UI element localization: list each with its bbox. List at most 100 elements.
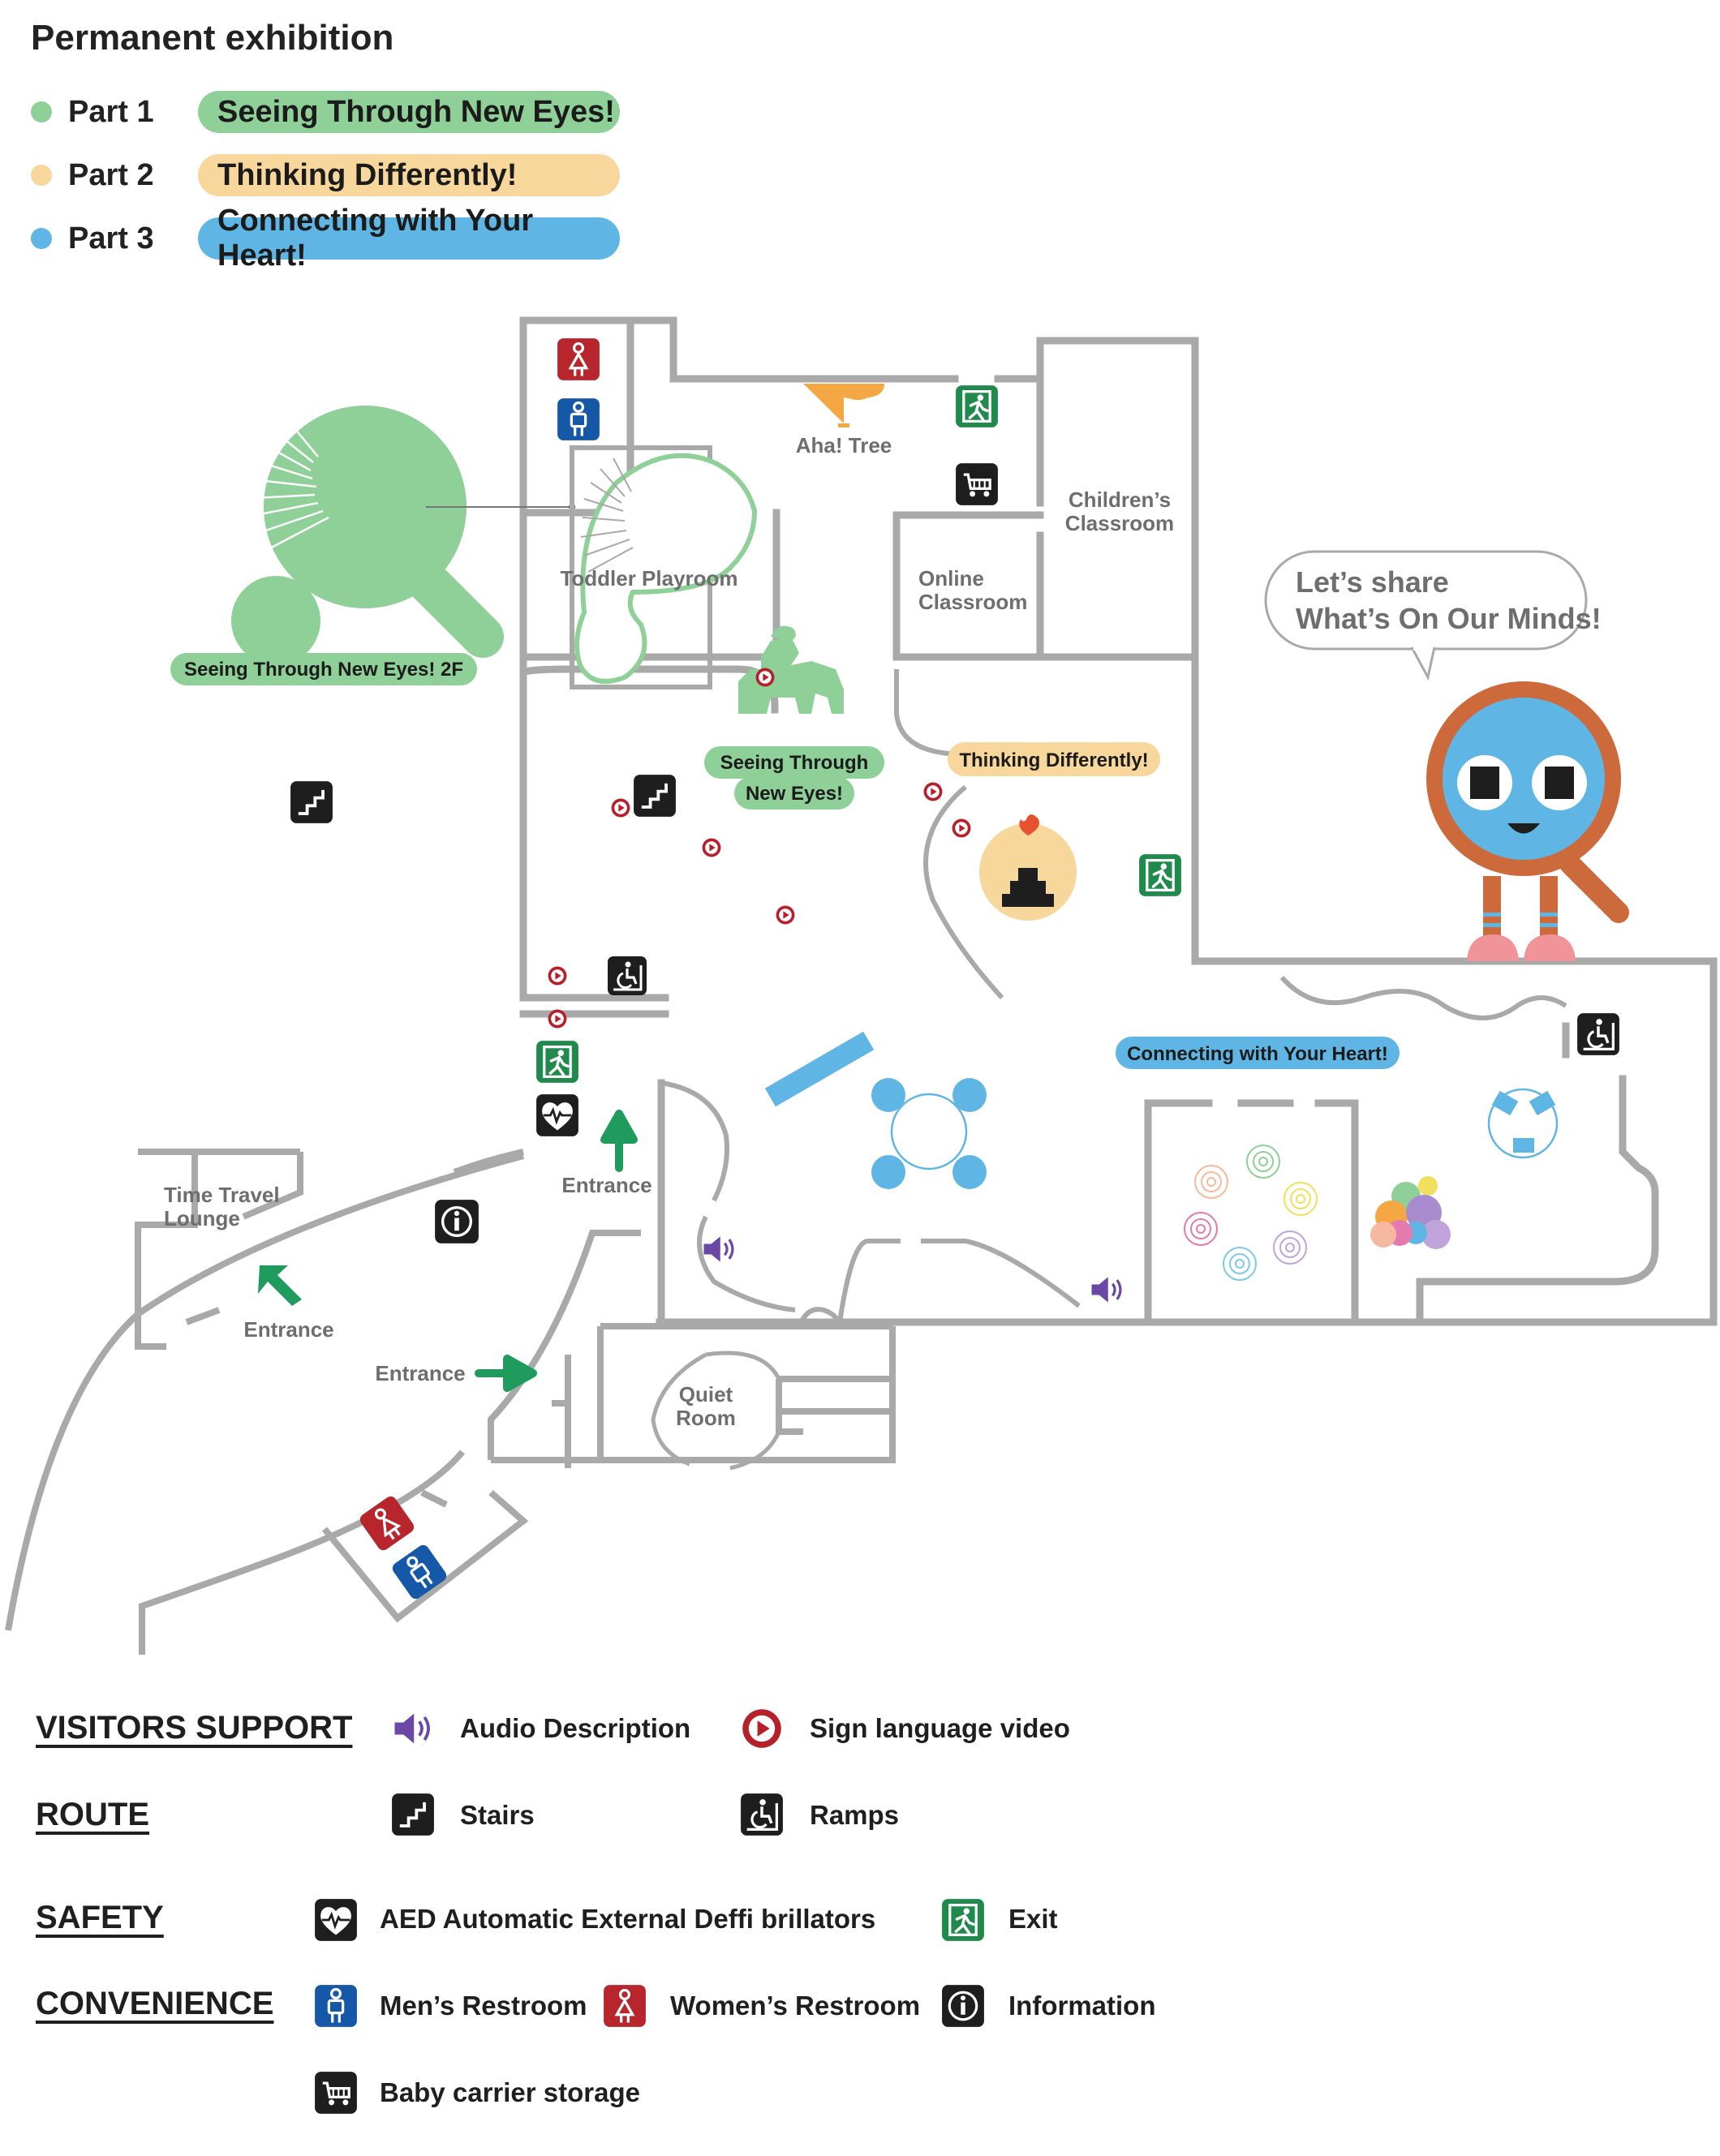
womens-restroom-icon[interactable] — [356, 1492, 418, 1554]
stairs-icon[interactable] — [633, 774, 677, 818]
left-curve-outer — [453, 1149, 524, 1175]
sign-language-video-icon[interactable] — [755, 668, 775, 687]
sign-language-video-icon[interactable] — [776, 905, 795, 925]
childrens-classroom-label-2: Classroom — [1065, 511, 1174, 535]
entrance-arrow-right — [475, 1355, 537, 1392]
speech-bubble-line-2: What’s On Our Minds! — [1296, 602, 1602, 635]
legend-baby-carrier-label: Baby carrier storage — [380, 2077, 640, 2107]
seeing-zone-2f-magnifier — [231, 406, 504, 665]
legend-womens-restroom-label: Women’s Restroom — [670, 1991, 921, 2021]
zone-seeing-2f-label: Seeing Through New Eyes! 2F — [184, 659, 463, 681]
ramp-icon — [740, 1793, 784, 1836]
entrance-label-west: Entrance — [243, 1317, 333, 1342]
toddler-playroom-label: Toddler Playroom — [560, 566, 737, 591]
zone-pill-seeing: Seeing Through New Eyes! — [704, 746, 884, 810]
aha-tree-label: Aha! Tree — [796, 433, 892, 457]
sign-language-video-icon[interactable] — [923, 782, 943, 801]
sign-language-video-icon[interactable] — [952, 818, 971, 838]
legend-audio-description-label: Audio Description — [460, 1713, 691, 1743]
online-classroom-label-2: Classroom — [918, 590, 1027, 614]
zone-seeing-label-2: New Eyes! — [746, 783, 843, 805]
part-1-row: Part 1 Seeing Through New Eyes! — [31, 89, 620, 135]
womens-restroom-icon[interactable] — [557, 337, 600, 381]
sign-language-video-icon[interactable] — [611, 798, 630, 818]
childrens-classroom-label-1: Children’s — [1069, 487, 1171, 512]
exit-icon[interactable] — [955, 384, 999, 428]
entrance-arrows — [258, 1110, 638, 1392]
womens-restroom-icon — [603, 1984, 647, 2028]
part-1-pill: Seeing Through New Eyes! — [198, 91, 620, 133]
online-classroom-label-1: Online — [918, 566, 984, 591]
floor-map: Seeing Through New Eyes! 2F Seeing Throu… — [5, 316, 1718, 1655]
legend-sign-language-label: Sign language video — [810, 1713, 1070, 1743]
time-travel-lounge-label-1: Time Travel — [164, 1183, 280, 1207]
audio-description-icon[interactable] — [702, 1235, 734, 1264]
part-2-label: Part 2 — [68, 157, 154, 192]
baby-carrier-storage-icon — [314, 2071, 358, 2115]
aed-icon — [314, 1898, 358, 1942]
legend-category-visitors-support: VISITORS SUPPORT — [36, 1710, 353, 1746]
part-1-dot — [31, 101, 52, 122]
audio-description-icon[interactable] — [1090, 1275, 1122, 1304]
legend-stairs-label: Stairs — [460, 1800, 535, 1830]
legend-category-convenience: CONVENIENCE — [36, 1986, 274, 2021]
mens-restroom-icon — [314, 1984, 358, 2028]
entrance-arrow-up — [600, 1110, 638, 1172]
sign-language-video-icon[interactable] — [548, 966, 567, 986]
legend-ramps-label: Ramps — [810, 1800, 900, 1830]
ramp-icon[interactable] — [607, 956, 647, 996]
information-icon[interactable] — [435, 1200, 479, 1243]
zone-pill-seeing-2f: Seeing Through New Eyes! 2F — [170, 653, 477, 685]
page-title: Permanent exhibition — [31, 18, 394, 58]
part-3-row: Part 3 Connecting with Your Heart! — [31, 204, 620, 273]
legend-aed-label: AED Automatic External Deffi brillators — [380, 1904, 876, 1934]
seeing-zone-1f-area — [570, 445, 844, 714]
speech-bubble-line-1: Let’s share — [1296, 565, 1449, 599]
ramp-icon[interactable] — [1576, 1012, 1620, 1056]
aed-icon[interactable] — [535, 1093, 579, 1137]
aha-tree-graphic — [803, 384, 884, 427]
curved-walls — [660, 669, 1567, 1328]
stairs-icon — [391, 1793, 435, 1836]
sign-language-video-icon[interactable] — [702, 838, 721, 857]
part-2-dot — [31, 165, 52, 186]
information-icon — [941, 1984, 985, 2028]
stairs-icon[interactable] — [290, 780, 333, 824]
zone-pill-connecting: Connecting with Your Heart! — [1116, 1037, 1400, 1069]
part-1-label: Part 1 — [68, 94, 154, 129]
legend-information-label: Information — [1008, 1991, 1156, 2021]
legend-category-route: ROUTE — [36, 1797, 149, 1832]
quiet-room-label-2: Room — [676, 1406, 736, 1430]
sign-language-video-icon — [740, 1707, 784, 1750]
part-3-dot — [31, 228, 52, 249]
speech-bubble — [1264, 550, 1588, 681]
exit-icon[interactable] — [535, 1040, 579, 1084]
audio-description-icon — [389, 1707, 433, 1750]
mens-restroom-icon[interactable] — [557, 397, 600, 441]
zone-seeing-label-1: Seeing Through — [720, 752, 869, 774]
entrance-label-north: Entrance — [561, 1173, 651, 1197]
time-travel-lounge-label-2: Lounge — [164, 1206, 240, 1230]
mens-restroom-icon[interactable] — [389, 1541, 450, 1603]
exit-icon — [941, 1898, 985, 1942]
quiet-room-arc — [651, 1351, 781, 1471]
part-2-pill: Thinking Differently! — [198, 154, 620, 196]
part-3-label: Part 3 — [68, 221, 154, 256]
legend-mens-restroom-label: Men’s Restroom — [380, 1991, 587, 2021]
part-2-row: Part 2 Thinking Differently! — [31, 152, 620, 198]
zone-pill-thinking: Thinking Differently! — [948, 742, 1160, 776]
quiet-room-label-1: Quiet — [679, 1382, 733, 1407]
exit-icon[interactable] — [1138, 853, 1182, 897]
sign-language-video-icon[interactable] — [548, 1009, 567, 1029]
entrance-label-south: Entrance — [375, 1361, 465, 1385]
zone-thinking-label: Thinking Differently! — [959, 749, 1148, 771]
baby-carrier-storage-icon[interactable] — [955, 462, 999, 506]
part-3-pill: Connecting with Your Heart! — [198, 204, 620, 273]
zone-connecting-label: Connecting with Your Heart! — [1127, 1043, 1388, 1065]
entrance-corridor-walls — [5, 1149, 896, 1655]
entrance-arrow-up-left — [258, 1265, 302, 1306]
legend-exit-label: Exit — [1008, 1904, 1058, 1934]
connecting-exhibits — [764, 1031, 1559, 1281]
mascot — [1426, 681, 1629, 961]
legend-category-safety: SAFETY — [36, 1900, 164, 1935]
